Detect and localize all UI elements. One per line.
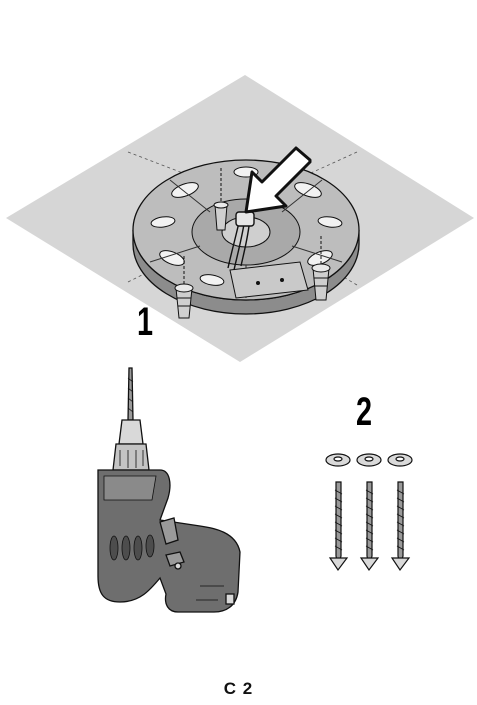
drill-icon xyxy=(97,367,241,613)
step-1-number: 1 xyxy=(137,300,154,344)
step-2-illustration xyxy=(325,453,413,572)
page-code: C 2 xyxy=(223,679,254,698)
screw-icon xyxy=(328,481,411,572)
cable-bundle-icon xyxy=(227,211,255,271)
step-2-number: 2 xyxy=(356,390,373,434)
washer-icon xyxy=(325,453,413,467)
wall-plug-icon xyxy=(174,168,331,319)
arrow-icon xyxy=(244,146,312,214)
step-1-illustration xyxy=(6,75,474,362)
mounting-plate-icon xyxy=(132,159,360,315)
